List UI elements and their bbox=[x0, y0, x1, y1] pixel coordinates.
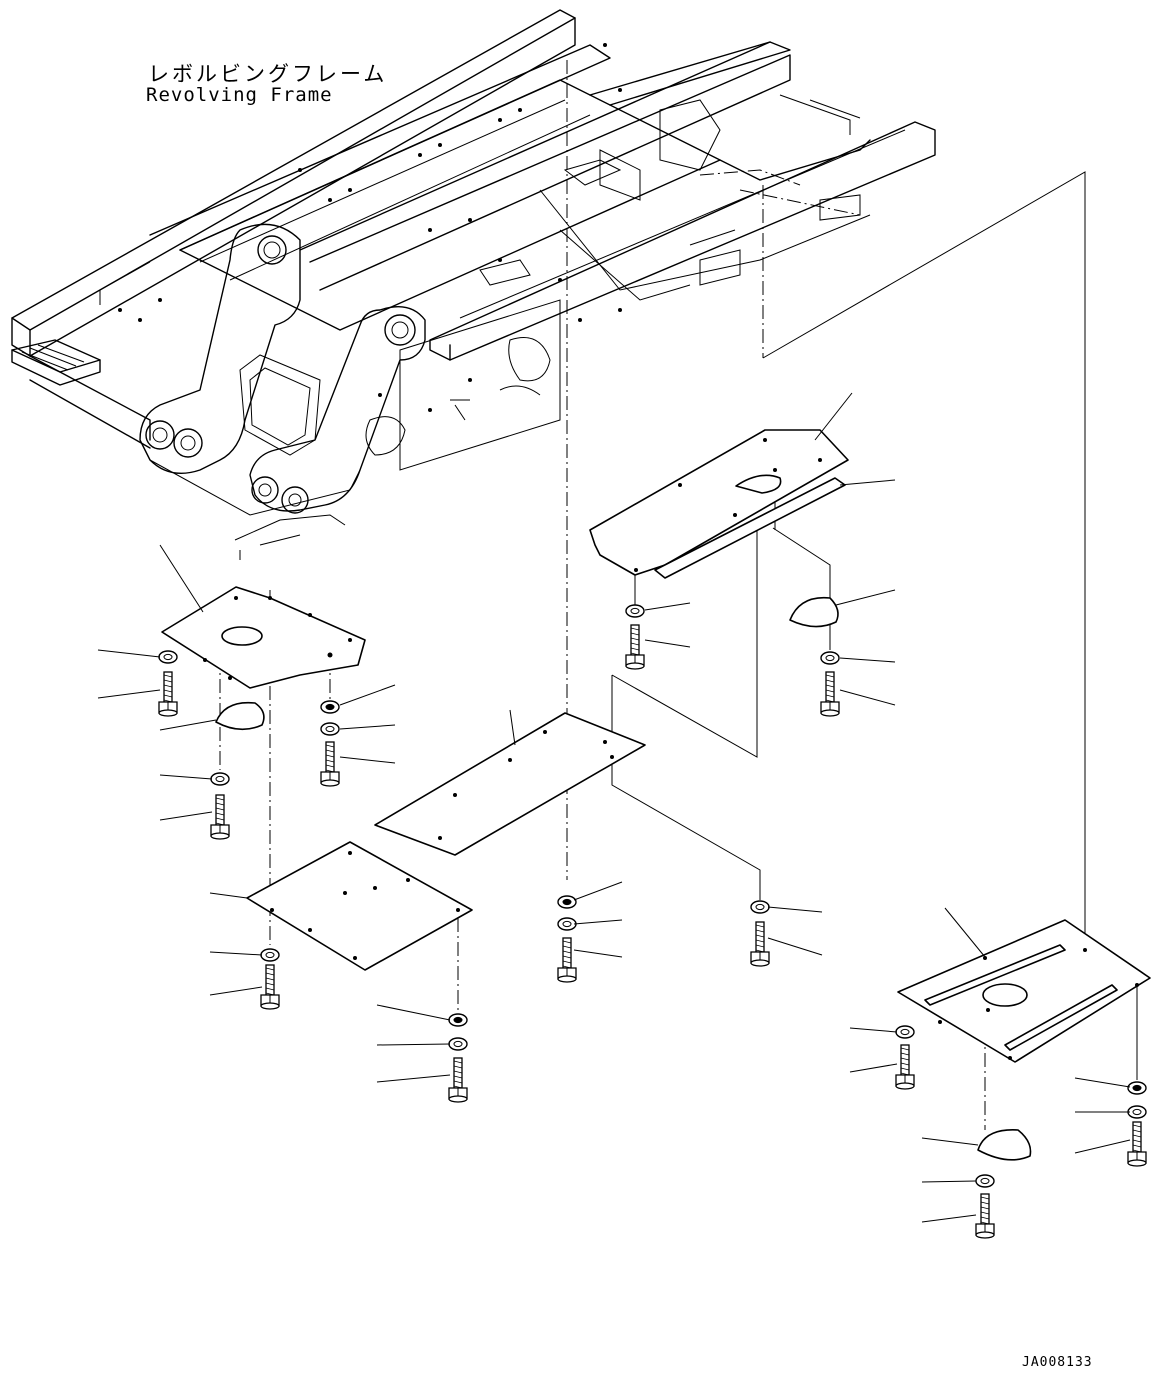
bolt-icon bbox=[895, 1044, 915, 1090]
lock-washer-icon bbox=[1127, 1081, 1147, 1095]
bolt-icon bbox=[158, 671, 178, 717]
dome-cover-left bbox=[215, 701, 265, 731]
washer-icon bbox=[750, 900, 770, 914]
bolt-icon bbox=[210, 794, 230, 840]
bolt-icon bbox=[1127, 1121, 1147, 1167]
bolt-icon bbox=[260, 964, 280, 1010]
revolving-frame-label-en: Revolving Frame bbox=[146, 84, 333, 106]
revolving-frame-label-jp: レボルビングフレーム bbox=[148, 62, 388, 86]
washer-icon bbox=[320, 722, 340, 736]
lock-washer-icon bbox=[320, 700, 340, 714]
cover-plate-lower-right bbox=[897, 919, 1151, 1063]
washer-icon bbox=[210, 772, 230, 786]
cover-plate-upper-right bbox=[589, 429, 849, 579]
lock-washer-icon bbox=[448, 1013, 468, 1027]
drawing-number: JA008133 bbox=[1022, 1355, 1093, 1370]
cover-plate-left bbox=[161, 586, 366, 689]
washer-icon bbox=[975, 1174, 995, 1188]
washer-icon bbox=[557, 917, 577, 931]
bolt-icon bbox=[448, 1057, 468, 1103]
bolt-icon bbox=[625, 624, 645, 670]
washer-icon bbox=[158, 650, 178, 664]
bolt-icon bbox=[320, 741, 340, 787]
cover-plate-lower-left bbox=[246, 841, 473, 971]
bolt-icon bbox=[750, 921, 770, 967]
washer-icon bbox=[448, 1037, 468, 1051]
washer-icon bbox=[820, 651, 840, 665]
washer-icon bbox=[1127, 1105, 1147, 1119]
bolt-icon bbox=[820, 671, 840, 717]
washer-icon bbox=[625, 604, 645, 618]
lock-washer-icon bbox=[557, 895, 577, 909]
bolt-icon bbox=[975, 1193, 995, 1239]
cover-plate-center bbox=[374, 712, 646, 856]
revolving-frame bbox=[11, 9, 936, 560]
bolt-icon bbox=[557, 937, 577, 983]
washer-icon bbox=[895, 1025, 915, 1039]
washer-icon bbox=[260, 948, 280, 962]
callout-leaders bbox=[97, 392, 1131, 1223]
dome-cover-right bbox=[789, 596, 839, 628]
dome-cover-lower-right bbox=[977, 1129, 1032, 1161]
fasteners bbox=[158, 604, 1147, 1239]
